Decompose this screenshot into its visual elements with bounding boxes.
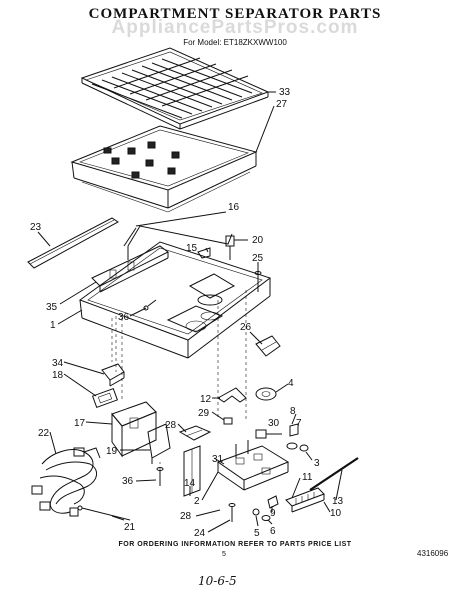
callout-20: 20 xyxy=(252,235,264,246)
ordering-note: FOR ORDERING INFORMATION REFER TO PARTS … xyxy=(118,541,352,548)
part-13-rod xyxy=(309,457,359,491)
callout-11: 11 xyxy=(302,472,313,483)
callout-1: 1 xyxy=(50,320,56,331)
part-24-screw xyxy=(228,503,236,522)
part-30-switch xyxy=(255,429,267,439)
part-18-bezel xyxy=(91,387,119,409)
callout-labels: 33 27 23 16 15 20 25 35 36 1 26 34 18 12… xyxy=(30,87,344,539)
callout-28-lower: 28 xyxy=(180,511,192,522)
callout-12: 12 xyxy=(200,394,212,405)
watermark: AppliancePartsPros.com xyxy=(111,17,359,38)
handwritten-note: 10-6-5 xyxy=(198,574,237,588)
part-28-cover xyxy=(178,425,212,441)
part-21-wire-lead xyxy=(77,505,131,521)
part-36-screw-upper xyxy=(143,299,157,311)
part-27-shelf xyxy=(70,125,258,213)
leader-lines xyxy=(37,91,343,533)
callout-15: 15 xyxy=(186,243,198,254)
part-26-damper-cover xyxy=(255,335,281,357)
part-2-control-base xyxy=(216,440,290,491)
callout-34: 34 xyxy=(52,358,64,369)
callout-31: 31 xyxy=(212,454,224,465)
part-36-screw-lower xyxy=(156,467,164,486)
callout-14: 14 xyxy=(184,478,196,489)
part-6-washer xyxy=(261,515,271,521)
document-number: 4316096 xyxy=(417,549,449,558)
callout-19: 19 xyxy=(106,446,118,457)
part-33-grille xyxy=(80,47,270,130)
part-5-nut xyxy=(252,508,260,516)
model-line: For Model: ET18ZKXWW100 xyxy=(183,38,287,47)
part-16-heater-wire xyxy=(123,225,233,260)
callout-17: 17 xyxy=(74,418,86,429)
callout-18: 18 xyxy=(52,370,64,381)
page-number: 5 xyxy=(222,551,226,558)
callout-5: 5 xyxy=(254,528,260,539)
callout-16: 16 xyxy=(228,202,240,213)
part-29-connector xyxy=(223,417,233,425)
callout-36-lower: 36 xyxy=(122,476,134,487)
part-8-clip xyxy=(289,423,299,437)
callout-21: 21 xyxy=(124,522,136,533)
callout-8: 8 xyxy=(290,406,296,417)
callout-3: 3 xyxy=(314,458,320,469)
callout-4: 4 xyxy=(288,378,294,389)
callout-10: 10 xyxy=(330,508,342,519)
part-10-terminal-block xyxy=(285,487,325,513)
part-23-trim xyxy=(27,217,119,269)
callout-7: 7 xyxy=(296,418,302,429)
callout-35: 35 xyxy=(46,302,58,313)
callout-9: 9 xyxy=(270,508,276,519)
part-4-damper-motor xyxy=(255,387,277,401)
callout-30: 30 xyxy=(268,418,280,429)
part-7-fastener xyxy=(286,442,298,450)
part-15-clip xyxy=(197,247,211,259)
part-17-control-housing xyxy=(111,401,157,458)
part-9-clip xyxy=(267,495,279,509)
callout-23: 23 xyxy=(30,222,42,233)
callout-33: 33 xyxy=(279,87,291,98)
part-14-divider xyxy=(183,445,201,497)
callout-36-upper: 36 xyxy=(118,312,130,323)
callout-26: 26 xyxy=(240,322,252,333)
callout-29: 29 xyxy=(198,408,210,419)
callout-27: 27 xyxy=(276,99,288,110)
assembly-guide-lines xyxy=(111,290,247,470)
part-20-connector xyxy=(225,235,235,260)
callout-25: 25 xyxy=(252,253,264,264)
callout-24: 24 xyxy=(194,528,206,539)
part-22-wire-harness xyxy=(31,447,101,517)
callout-6: 6 xyxy=(270,526,276,537)
diagram-title: COMPARTMENT SEPARATOR PARTS xyxy=(88,6,382,22)
callout-13: 13 xyxy=(332,496,344,507)
part-1-separator-panel xyxy=(78,241,272,359)
callout-22: 22 xyxy=(38,428,50,439)
callout-28: 28 xyxy=(165,420,177,431)
callout-2: 2 xyxy=(194,496,200,507)
part-3-fitting xyxy=(299,444,309,452)
part-34-knob xyxy=(101,363,125,387)
part-19-bracket xyxy=(147,423,171,464)
part-12-clip xyxy=(217,387,247,403)
